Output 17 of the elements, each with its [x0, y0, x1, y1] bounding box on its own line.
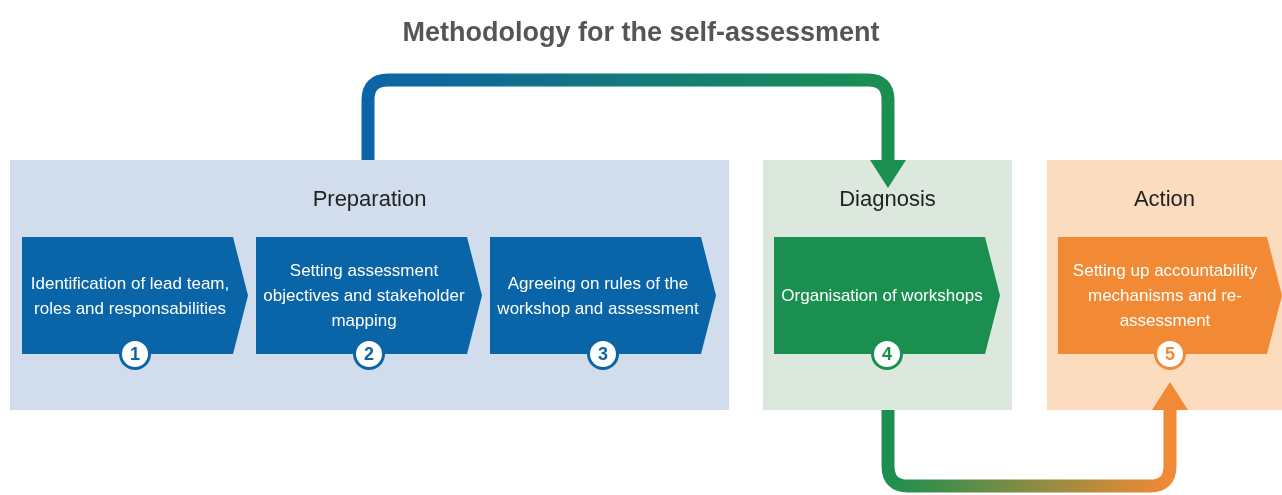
step-text: Identification of lead team, roles and responsabilities [29, 272, 231, 320]
phase-heading: Preparation [312, 185, 427, 213]
phase-panel [1047, 160, 1282, 410]
phase-panel [763, 160, 1012, 410]
step-text: Setting assessment objectives and stakeholder mapping [262, 260, 466, 332]
step-number-badge: 3 [587, 338, 619, 370]
phase-heading: Diagnosis [839, 185, 936, 213]
phase-heading: Action [1133, 185, 1196, 213]
step-number-badge: 4 [871, 338, 903, 370]
step-number-badge: 5 [1154, 338, 1186, 370]
title: Methodology for the self-assessment [402, 16, 880, 49]
phase-panel [10, 160, 729, 410]
step-text: Organisation of workshops [781, 285, 983, 307]
step-number-badge: 1 [119, 338, 151, 370]
step-number-badge: 2 [353, 338, 385, 370]
step-text: Agreeing on rules of the workshop and assessment [496, 272, 700, 320]
step-text: Setting up accountability mechanisms and re-assessment [1071, 260, 1259, 332]
